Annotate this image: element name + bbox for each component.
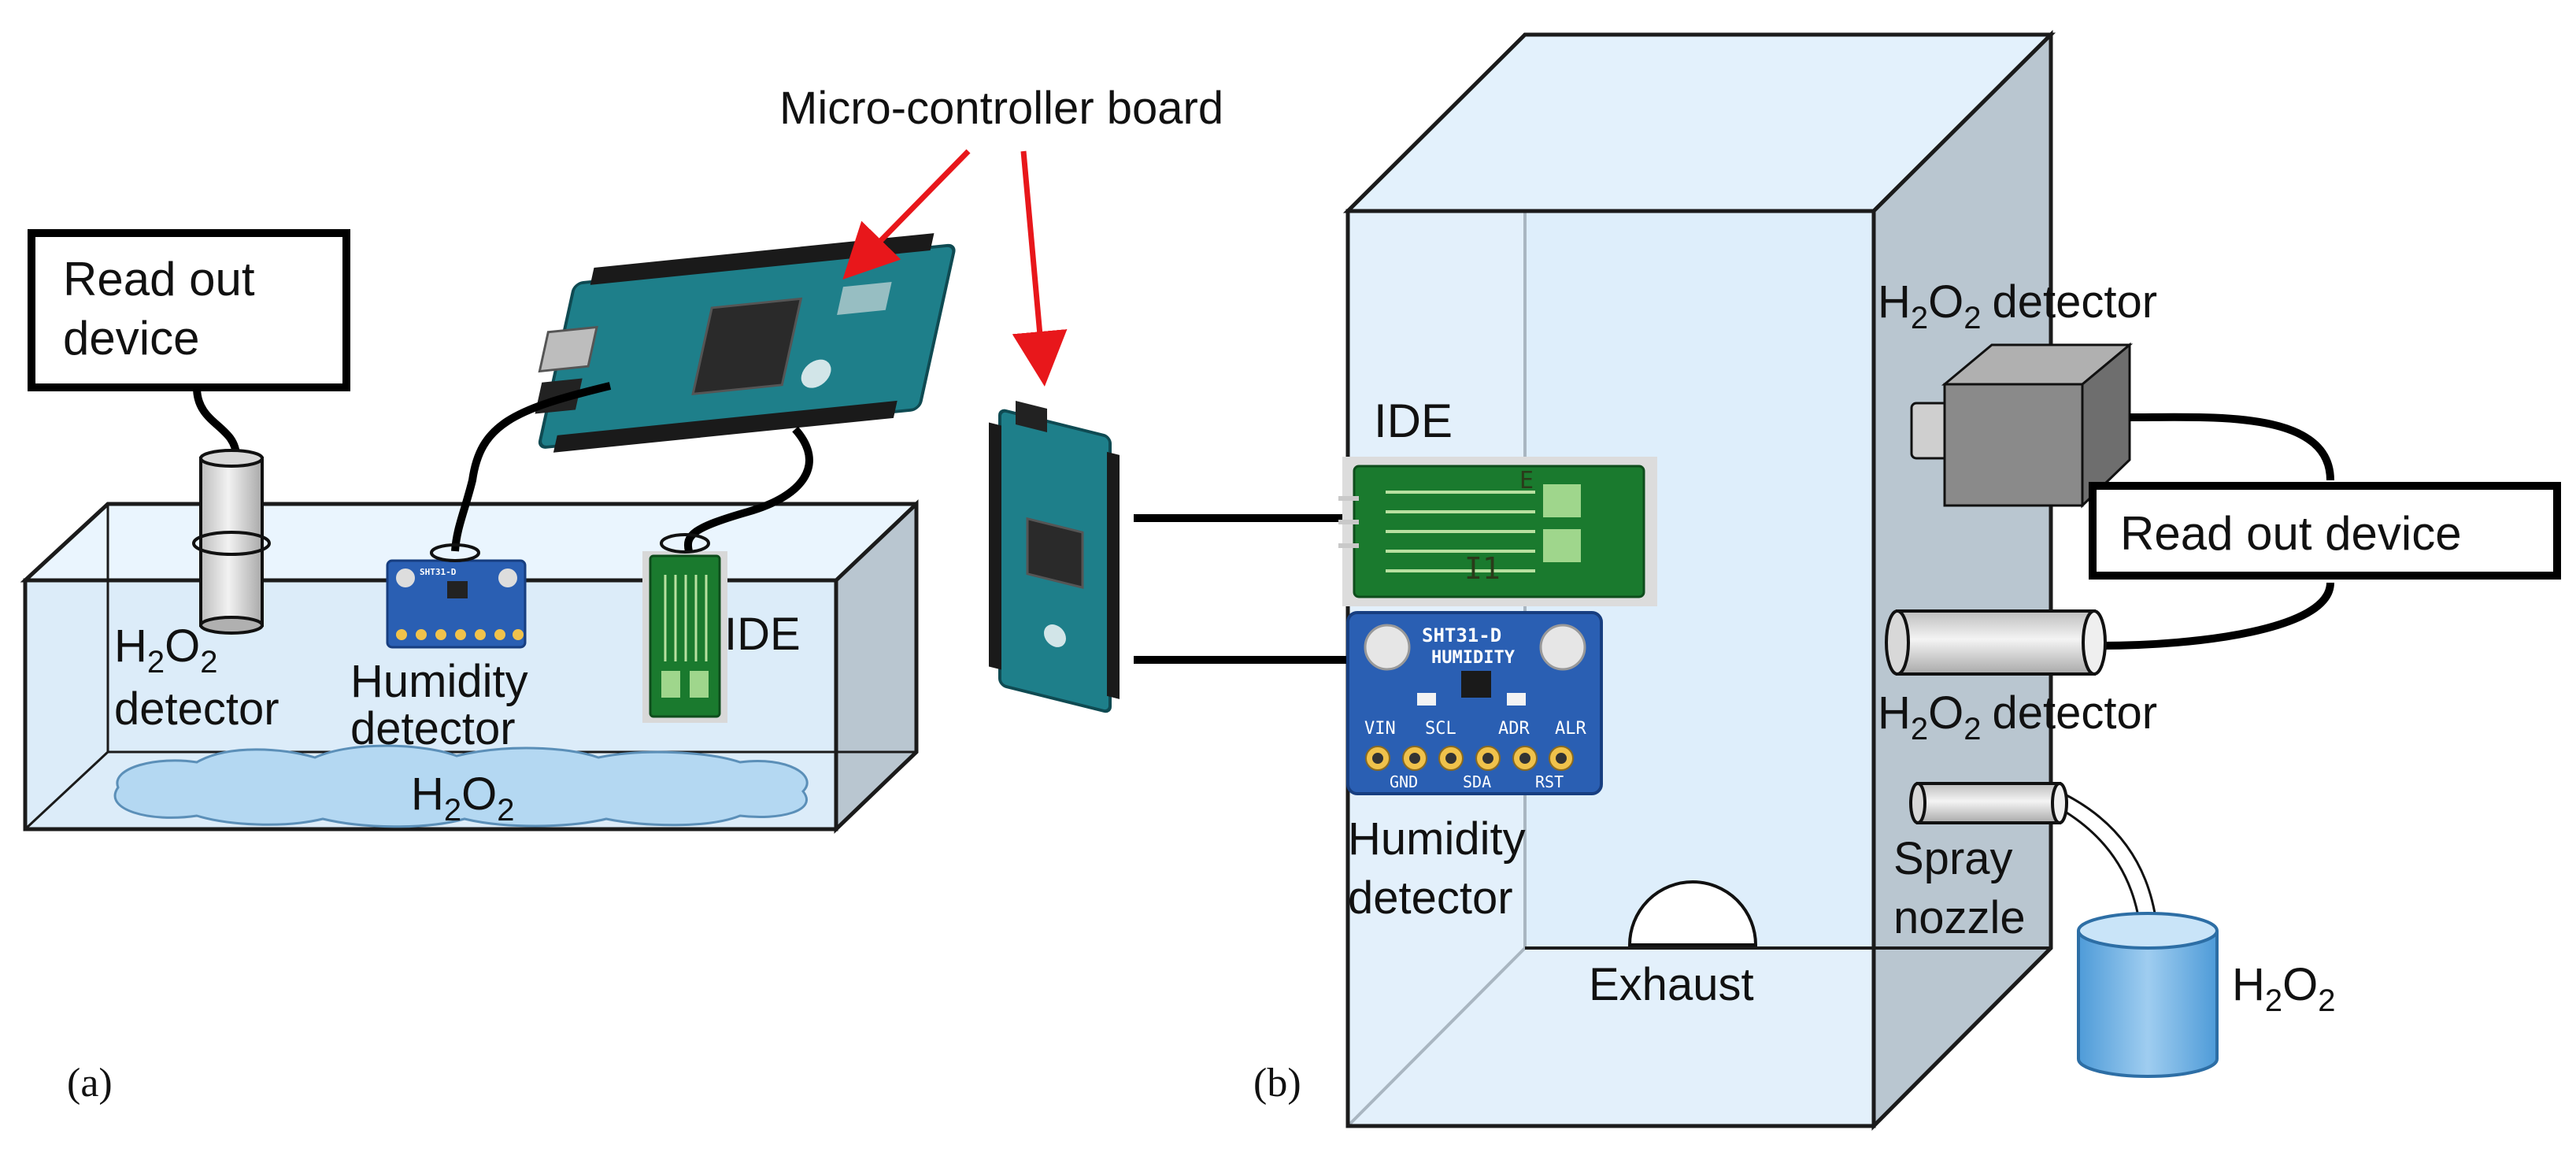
panel-a-letter: (a) [67,1061,113,1106]
pin-label-scl: SCL [1425,719,1456,739]
humidity-a-label-line1: Humidity [350,656,528,707]
arrow-to-board-a [842,149,971,280]
cable-board-to-ide [684,426,813,553]
cable-cube-to-readout [2129,413,2334,481]
ide-b-label: IDE [1374,394,1453,447]
h2o2-detector-a-label-line1: H2O2 [114,620,218,680]
h2o2-detector-cylinder [1885,609,2107,676]
humidity-chip-sub-b: HUMIDITY [1431,648,1516,668]
chamber-side-face [1871,29,2053,1132]
h2o2-beaker-label: H2O2 [2232,959,2336,1018]
h2o2-liquid [113,744,809,828]
tank-back-edge [24,750,109,831]
humidity-sensor-b: SHT31-D HUMIDITY VIN SCL ADR ALR GND SDA… [1346,611,1603,795]
h2o2-detector-a-label-line2: detector [114,683,279,735]
ide-sensor-b: I1 E [1338,457,1657,606]
readout-device-label-a-line1: Read out [63,253,255,306]
ide-corner-mark: E [1519,467,1534,494]
humidity-clamp-ring [430,543,480,562]
readout-device-label-b: Read out device [2120,507,2462,560]
cable-board-to-humidity [451,382,612,552]
arduino-board-b [989,400,1120,713]
cable-cylinder-to-readout [2100,582,2334,650]
humidity-chip-title-b: SHT31-D [1422,624,1501,646]
detector-clamp-ring [192,531,271,556]
pin-label-alr: ALR [1555,719,1586,739]
pin-label-gnd: GND [1390,772,1418,791]
pin-label-sda: SDA [1463,772,1491,791]
pin-label-rst: RST [1535,772,1564,791]
h2o2-detector-cube [1910,342,2134,509]
readout-device-box-a [28,229,350,391]
readout-device-label-a-line2: device [63,312,199,365]
panel-a-setup: H2O2 Read out device H2O2 detector [20,229,956,834]
pin-label-vin: VIN [1364,719,1396,739]
humidity-b-label-line1: Humidity [1348,813,1526,865]
humidity-a-label-line2: detector [350,703,516,754]
humidity-b-label-line2: detector [1348,872,1513,924]
panel-b-letter: (b) [1253,1061,1301,1106]
ide-handwriting: I1 [1464,551,1501,586]
h2o2-liquid-label: H2O2 [411,769,515,828]
humidity-sensor-a: SHT31-D [386,543,527,649]
arrow-to-board-b [1012,150,1068,387]
ide-sensor-a [642,533,727,723]
ide-a-label: IDE [724,609,801,660]
spray-nozzle-label-line2: nozzle [1893,892,2026,943]
readout-device-box-b [2089,482,2561,580]
h2o2-beaker [2077,912,2219,1078]
exhaust-label: Exhaust [1589,959,1754,1010]
ide-clamp-ring [660,533,710,554]
spray-nozzle [1909,782,2068,824]
spray-nozzle-label-line1: Spray [1893,833,2013,884]
h2o2-detector-a [192,449,271,635]
exhaust-dome [1627,880,1758,946]
humidity-chip-title-a: SHT31-D [420,567,457,577]
pin-label-adr: ADR [1498,719,1530,739]
arduino-board-a [535,233,956,453]
microcontroller-label: Micro-controller board [779,83,1223,134]
panel-b-chamber: Exhaust I1 E IDE SHT31-D HUMIDIT [1134,29,2561,1132]
cable-readout-to-detector [193,387,240,457]
